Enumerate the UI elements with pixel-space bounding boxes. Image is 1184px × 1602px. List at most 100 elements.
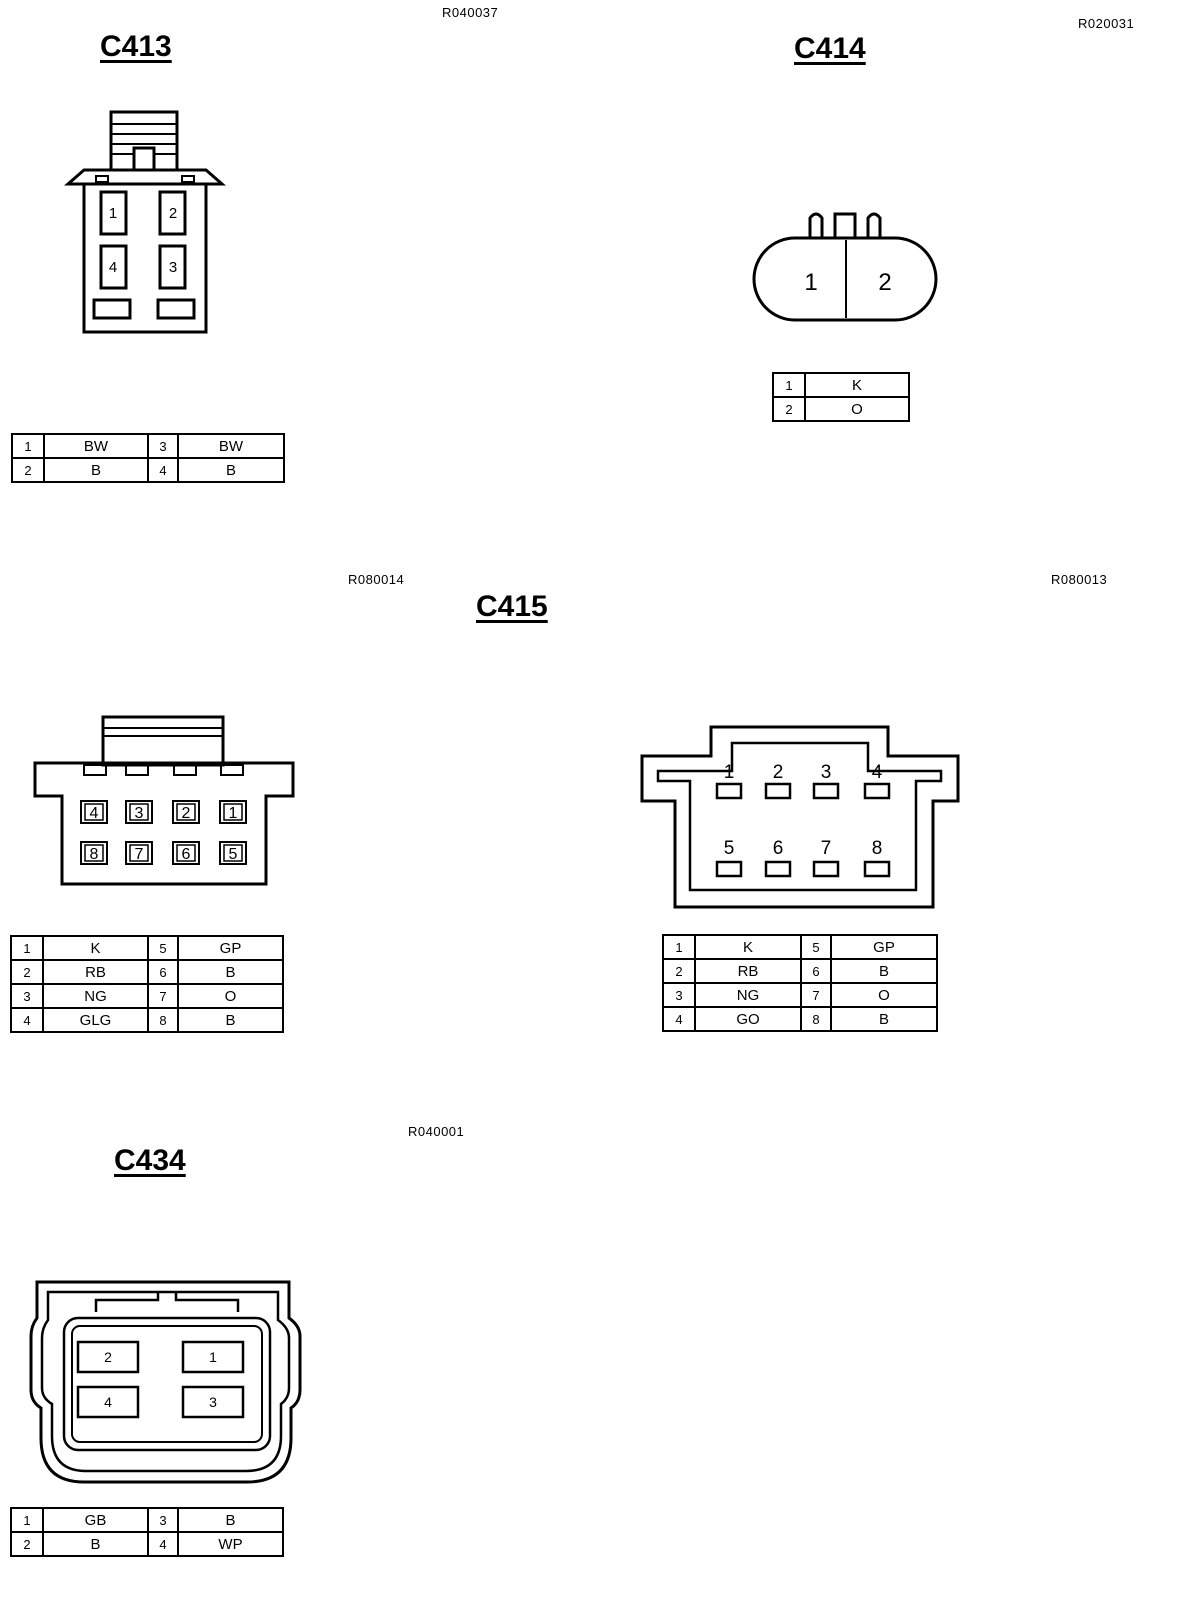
table-cell: 3	[147, 433, 179, 459]
table-cell: 4	[10, 1007, 44, 1033]
c434-pin-label: 3	[209, 1394, 217, 1410]
table-row: 1 K	[772, 372, 910, 398]
c415-right-pin-label: 4	[872, 762, 883, 783]
table-cell: WP	[177, 1531, 284, 1557]
ref-code: R080014	[348, 572, 405, 587]
c415-left-pin-label: 8	[90, 846, 99, 863]
c415-left-pin-label: 2	[182, 805, 191, 822]
table-cell: 6	[800, 958, 832, 984]
c414-connector-diagram: 1 2	[752, 212, 938, 322]
table-cell: B	[830, 1006, 938, 1032]
c434-pin-table: 1 GB 3 B 2 B 4 WP	[10, 1507, 284, 1557]
c415-right-pin-label: 1	[724, 762, 735, 783]
table-cell: 5	[147, 935, 179, 961]
ref-code: R080013	[1051, 572, 1108, 587]
ref-code: R040037	[442, 5, 499, 20]
c414-pin-label: 2	[878, 269, 891, 296]
c415-left-pin-label: 5	[229, 846, 238, 863]
table-cell: 5	[800, 934, 832, 960]
connector-title-c414: C414	[794, 32, 866, 65]
c413-pin-label: 3	[169, 259, 177, 276]
table-row: 3 NG 7 O	[10, 983, 284, 1009]
c413-pin-label: 2	[169, 205, 177, 222]
c415-right-pin-label: 5	[724, 838, 735, 859]
table-cell: 8	[800, 1006, 832, 1032]
table-row: 2 RB 6 B	[10, 959, 284, 985]
connector-title-c413: C413	[100, 30, 172, 63]
table-cell: GB	[42, 1507, 149, 1533]
table-cell: 4	[147, 457, 179, 483]
ref-code: R040001	[408, 1124, 465, 1139]
c414-pin-label: 1	[804, 269, 817, 296]
table-cell: 1	[662, 934, 696, 960]
table-cell: 7	[147, 983, 179, 1009]
table-cell: 2	[10, 1531, 44, 1557]
table-row: 2 B 4 B	[11, 457, 285, 483]
table-row: 1 BW 3 BW	[11, 433, 285, 459]
c434-connector-diagram: 2 1 4 3	[29, 1280, 302, 1484]
c415-right-connector-diagram: 1 2 3 4 5 6 7 8	[640, 725, 960, 909]
table-cell: B	[177, 1007, 284, 1033]
table-row: 2 B 4 WP	[10, 1531, 284, 1557]
table-cell: B	[43, 457, 149, 483]
c415-right-pin-label: 8	[872, 838, 883, 859]
table-cell: 4	[662, 1006, 696, 1032]
table-cell: K	[694, 934, 802, 960]
table-cell: O	[177, 983, 284, 1009]
table-cell: O	[830, 982, 938, 1008]
c413-pin-label: 4	[109, 259, 117, 276]
c415-left-pin-table: 1 K 5 GP 2 RB 6 B 3 NG 7 O 4 GLG 8 B	[10, 935, 284, 1033]
table-cell: 7	[800, 982, 832, 1008]
c415-right-pin-label: 3	[821, 762, 832, 783]
c415-left-pin-label: 1	[229, 805, 238, 822]
c413-pin-table: 1 BW 3 BW 2 B 4 B	[11, 433, 285, 483]
table-cell: BW	[177, 433, 285, 459]
table-cell: B	[177, 959, 284, 985]
table-cell: RB	[42, 959, 149, 985]
table-cell: GP	[830, 934, 938, 960]
table-cell: 3	[10, 983, 44, 1009]
table-cell: 1	[10, 1507, 44, 1533]
table-cell: 6	[147, 959, 179, 985]
c434-pin-label: 2	[104, 1349, 112, 1365]
table-cell: NG	[42, 983, 149, 1009]
table-cell: 2	[772, 396, 806, 422]
table-row: 1 K 5 GP	[662, 934, 938, 960]
table-cell: 1	[10, 935, 44, 961]
connector-title-c434: C434	[114, 1144, 186, 1177]
table-cell: 3	[147, 1507, 179, 1533]
table-cell: K	[804, 372, 910, 398]
c415-left-pin-label: 6	[182, 846, 191, 863]
c415-right-pin-label: 2	[773, 762, 784, 783]
c413-pin-label: 1	[109, 205, 117, 222]
table-cell: 2	[10, 959, 44, 985]
table-cell: B	[42, 1531, 149, 1557]
table-row: 2 O	[772, 396, 910, 422]
table-cell: GP	[177, 935, 284, 961]
connector-title-c415: C415	[476, 590, 548, 623]
ref-code: R020031	[1078, 16, 1135, 31]
table-cell: 1	[772, 372, 806, 398]
table-cell: O	[804, 396, 910, 422]
table-row: 4 GO 8 B	[662, 1006, 938, 1032]
c415-right-pin-label: 6	[773, 838, 784, 859]
c415-right-pin-table: 1 K 5 GP 2 RB 6 B 3 NG 7 O 4 GO 8 B	[662, 934, 938, 1032]
table-cell: GLG	[42, 1007, 149, 1033]
c434-pin-label: 1	[209, 1349, 217, 1365]
table-cell: 8	[147, 1007, 179, 1033]
c415-left-pin-label: 7	[135, 846, 144, 863]
c415-left-pin-label: 3	[135, 805, 144, 822]
c415-right-pin-label: 7	[821, 838, 832, 859]
table-cell: BW	[43, 433, 149, 459]
c413-connector-diagram: 1 2 3 4	[64, 110, 226, 334]
table-row: 1 GB 3 B	[10, 1507, 284, 1533]
table-row: 1 K 5 GP	[10, 935, 284, 961]
table-cell: 2	[11, 457, 45, 483]
c414-pin-table: 1 K 2 O	[772, 372, 910, 422]
table-cell: B	[177, 457, 285, 483]
table-cell: GO	[694, 1006, 802, 1032]
table-cell: 1	[11, 433, 45, 459]
c434-pin-label: 4	[104, 1394, 112, 1410]
c415-left-connector-diagram: 4 3 2 1 8 7 6 5	[33, 715, 295, 886]
table-row: 3 NG 7 O	[662, 982, 938, 1008]
